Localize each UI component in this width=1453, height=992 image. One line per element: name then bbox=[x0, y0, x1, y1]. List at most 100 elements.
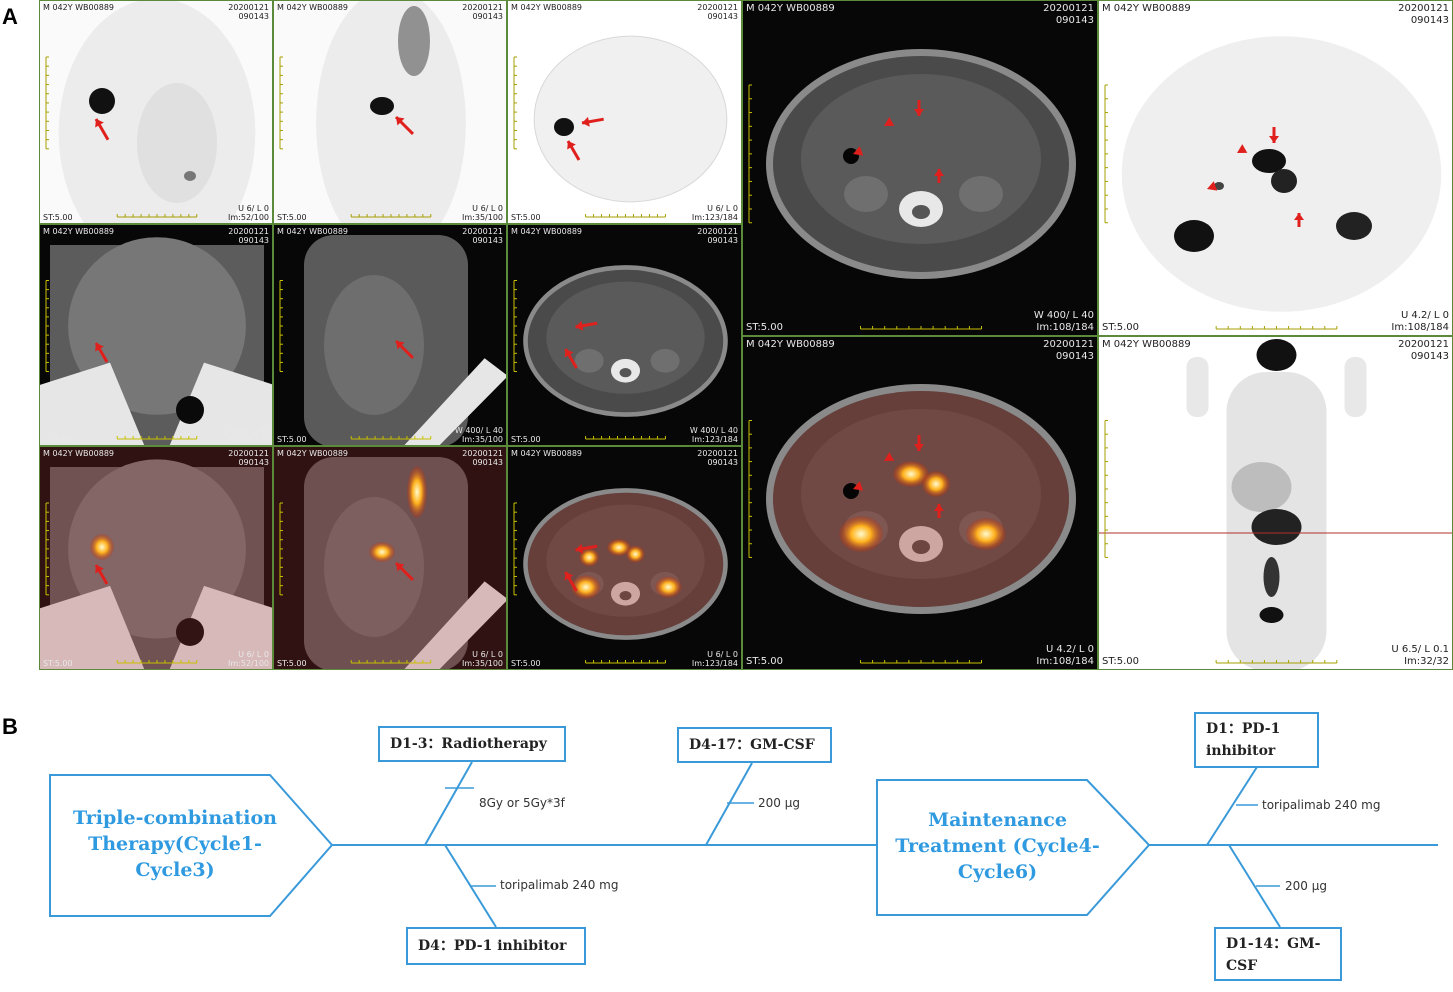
phase1-line3: Cycle3) bbox=[135, 859, 215, 881]
slice-thickness-label: ST:5.00 bbox=[511, 435, 541, 444]
patient-id-label: M 042Y WB00889 bbox=[511, 227, 582, 236]
scale-bar-icon bbox=[513, 56, 666, 218]
gmcsf-box-2-line2: CSF bbox=[1226, 958, 1258, 974]
patient-id-label: M 042Y WB00889 bbox=[746, 339, 835, 350]
arrowhead-icon bbox=[853, 481, 864, 491]
lesion-arrow-icon bbox=[914, 100, 924, 116]
phase1-line1: Triple-combination bbox=[73, 807, 277, 829]
patient-id-label: M 042Y WB00889 bbox=[1102, 339, 1191, 350]
lesion-arrow-icon bbox=[94, 342, 109, 363]
radiotherapy-box: D1-3：Radiotherapy bbox=[378, 726, 566, 762]
patient-id-label: M 042Y WB00889 bbox=[43, 3, 114, 12]
lesion-arrow-icon bbox=[1269, 127, 1279, 143]
slice-thickness-label: ST:5.00 bbox=[43, 213, 73, 222]
scale-bar-icon bbox=[45, 280, 198, 440]
scale-bar-icon bbox=[748, 420, 983, 664]
lesion-arrow-icon bbox=[564, 348, 578, 369]
patient-id-label: M 042Y WB00889 bbox=[277, 3, 348, 12]
slice-thickness-label: ST:5.00 bbox=[1102, 322, 1139, 333]
scan-image bbox=[40, 1, 272, 223]
scan-image bbox=[40, 447, 272, 669]
scan-image bbox=[508, 1, 741, 223]
scale-bar-icon bbox=[45, 56, 198, 218]
pd1-box-2: D1：PD-1 inhibitor bbox=[1194, 712, 1319, 768]
treatment-timeline: Triple-combination Therapy(Cycle1- Cycle… bbox=[0, 690, 1453, 992]
scan-image bbox=[274, 1, 506, 223]
lesion-arrow-icon bbox=[581, 116, 604, 127]
note-gmcsf-dose-2: 200 μg bbox=[1285, 879, 1327, 893]
arrowhead-icon bbox=[853, 146, 864, 156]
phase-triple-combination: Triple-combination Therapy(Cycle1- Cycle… bbox=[60, 805, 290, 883]
lesion-arrow-icon bbox=[394, 115, 415, 136]
gmcsf-box-1: D4-17：GM-CSF bbox=[677, 727, 832, 763]
scale-bar-icon bbox=[279, 280, 432, 440]
scan-image bbox=[743, 337, 1097, 669]
lesion-arrow-icon bbox=[575, 543, 598, 554]
lesion-arrow-icon bbox=[1294, 213, 1304, 227]
scale-bar-icon bbox=[513, 280, 666, 440]
lesion-arrow-icon bbox=[575, 320, 598, 331]
slice-thickness-label: ST:5.00 bbox=[746, 322, 783, 333]
scale-bar-icon bbox=[748, 84, 983, 330]
scale-bar-icon bbox=[279, 502, 432, 664]
gmcsf-box-2: D1-14：GM- CSF bbox=[1214, 927, 1342, 981]
panel-b-label: B bbox=[2, 714, 18, 739]
slice-thickness-label: ST:5.00 bbox=[277, 659, 307, 668]
scan-image bbox=[508, 447, 741, 669]
arrowhead-icon bbox=[884, 452, 895, 461]
arrowhead-icon bbox=[1207, 181, 1218, 191]
slice-thickness-label: ST:5.00 bbox=[1102, 656, 1139, 667]
patient-id-label: M 042Y WB00889 bbox=[511, 3, 582, 12]
scale-bar-icon bbox=[513, 502, 666, 664]
phase2-line3: Cycle6) bbox=[957, 861, 1038, 883]
slice-thickness-label: ST:5.00 bbox=[277, 213, 307, 222]
arrowhead-icon bbox=[884, 117, 895, 126]
lesion-arrow-icon bbox=[94, 564, 109, 585]
lesion-arrow-icon bbox=[934, 169, 944, 183]
lesion-arrow-icon bbox=[934, 504, 944, 518]
scan-image bbox=[274, 447, 506, 669]
slice-thickness-label: ST:5.00 bbox=[277, 435, 307, 444]
slice-thickness-label: ST:5.00 bbox=[43, 659, 73, 668]
scan-image bbox=[1099, 337, 1452, 669]
patient-id-label: M 042Y WB00889 bbox=[43, 449, 114, 458]
lesion-arrow-icon bbox=[566, 140, 581, 161]
note-toripalimab-1: toripalimab 240 mg bbox=[500, 878, 619, 892]
slice-thickness-label: ST:5.00 bbox=[511, 213, 541, 222]
scan-image bbox=[1099, 1, 1452, 335]
note-gmcsf-dose-1: 200 μg bbox=[758, 796, 800, 810]
lesion-arrow-icon bbox=[394, 339, 415, 360]
slice-thickness-label: ST:5.00 bbox=[746, 656, 783, 667]
lesion-arrow-icon bbox=[914, 435, 924, 451]
scale-bar-icon bbox=[45, 502, 198, 664]
timeline-lines bbox=[49, 761, 1438, 928]
phase2-line2: Treatment (Cycle4- bbox=[895, 835, 1100, 857]
